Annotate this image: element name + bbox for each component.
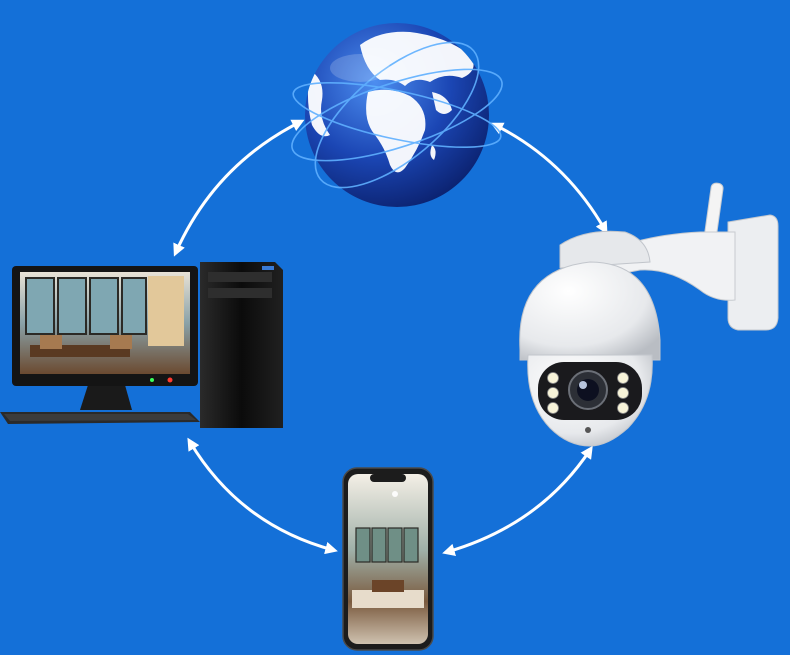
arrow-computer-globe — [173, 119, 305, 257]
smartphone-icon — [342, 467, 434, 651]
arrow-camera-phone — [442, 445, 593, 556]
ptz-camera-icon — [519, 182, 779, 447]
arrow-camera-globe — [490, 122, 608, 235]
arrow-computer-phone — [187, 437, 338, 555]
desktop-computer-icon — [0, 262, 283, 428]
globe-icon — [291, 23, 503, 207]
